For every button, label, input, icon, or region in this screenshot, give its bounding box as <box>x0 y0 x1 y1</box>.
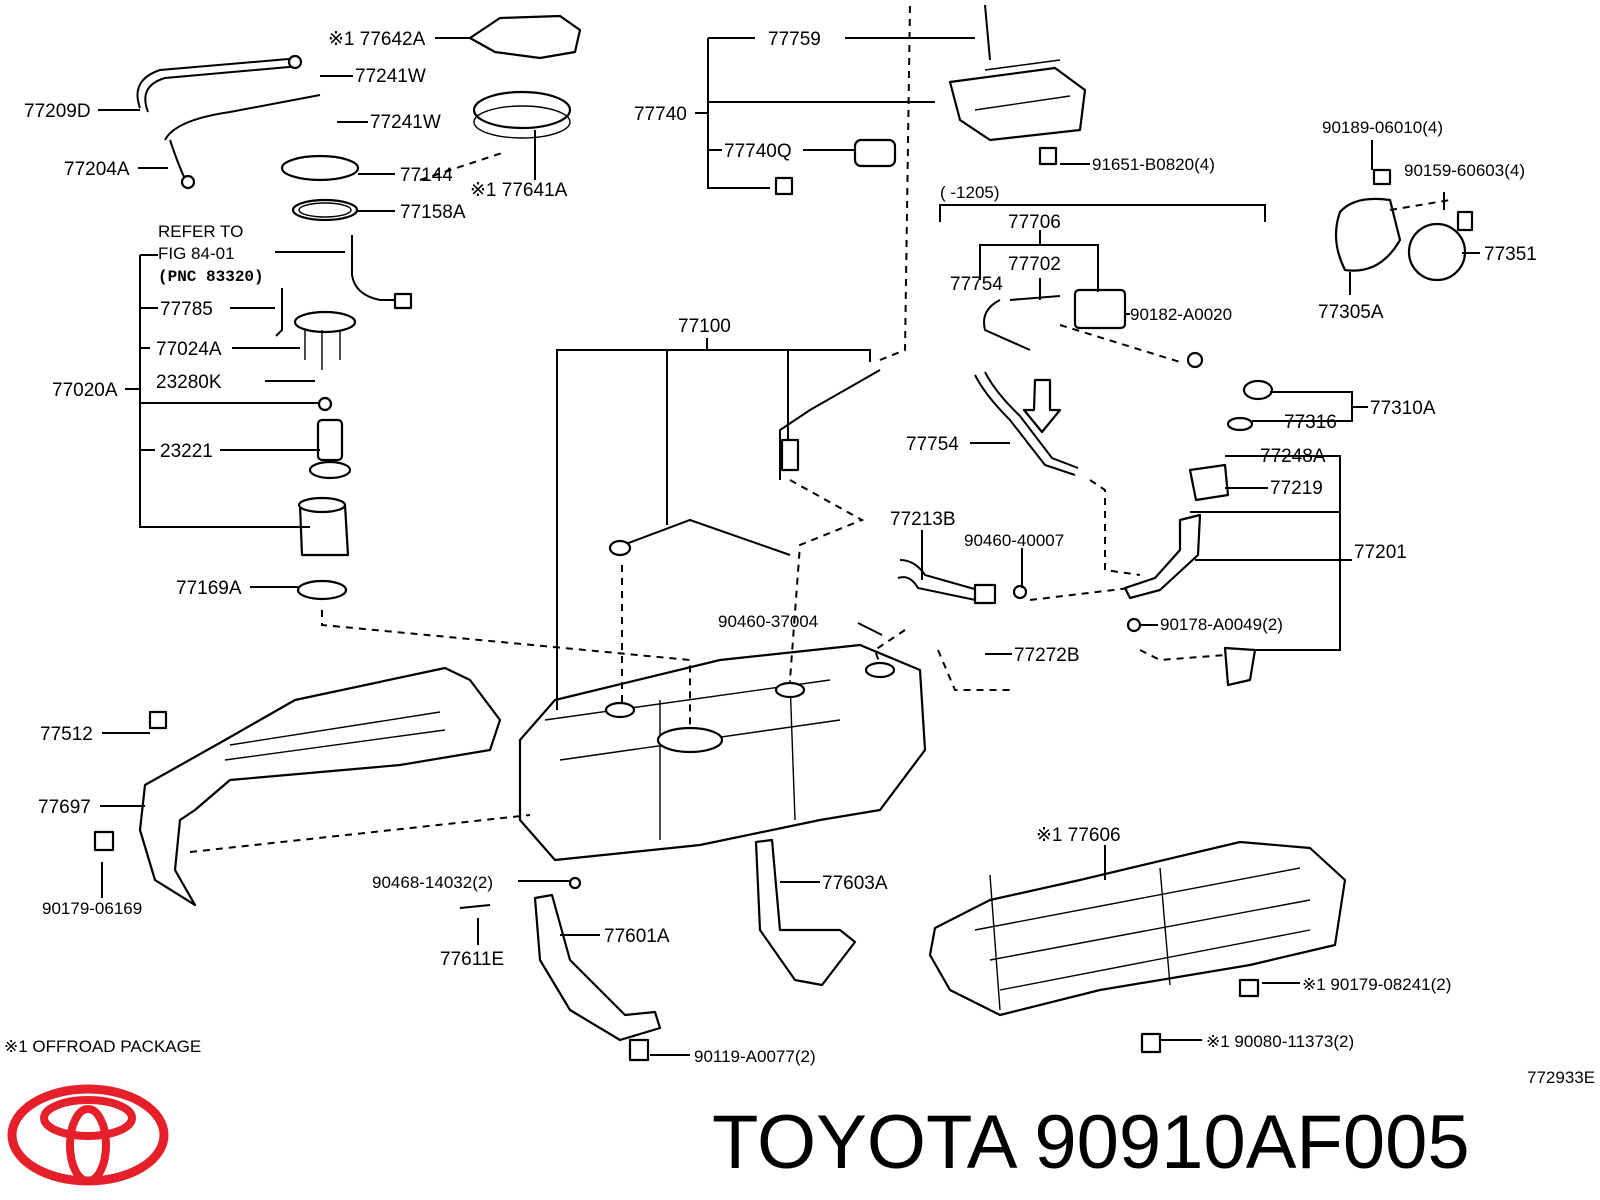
label-77158A: 77158A <box>400 202 466 223</box>
label-77611E: 77611E <box>440 949 504 970</box>
label-77740Q: 77740Q <box>724 141 792 162</box>
label-77100: 77100 <box>678 316 731 337</box>
label-77706: 77706 <box>1008 212 1061 233</box>
assembly-dashed-lines <box>189 4 1451 853</box>
label-refer-pnc: (PNC 83320) <box>158 268 264 286</box>
brand-part-number: TOYOTA 90910AF005 <box>712 1100 1470 1185</box>
label-77213B: 77213B <box>890 509 956 530</box>
label-91651: 91651-B0820(4) <box>1092 155 1215 174</box>
label-90178: 90178-A0049(2) <box>1160 615 1283 634</box>
label-77144: 77144 <box>400 165 453 186</box>
label-77754-upper: 77754 <box>950 274 1003 295</box>
label-77248A: 77248A <box>1260 446 1326 467</box>
label-90119: 90119-A0077(2) <box>694 1047 816 1066</box>
label-77169A: 77169A <box>176 578 242 599</box>
label-77759: 77759 <box>768 29 821 50</box>
label-90080: ※1 90080-11373(2) <box>1206 1032 1354 1051</box>
label-77316: 77316 <box>1284 412 1337 433</box>
label-77024A: 77024A <box>156 339 222 360</box>
leader-lines <box>98 37 1480 1056</box>
label-77697: 77697 <box>38 797 91 818</box>
label-77606: ※1 77606 <box>1036 825 1121 846</box>
label-90179-08241: ※1 90179-08241(2) <box>1302 975 1451 994</box>
label-77641A: ※1 77641A <box>470 180 568 201</box>
label-77241W-upper: 77241W <box>355 66 426 87</box>
label-77305A: 77305A <box>1318 302 1384 323</box>
toyota-logo <box>7 1084 169 1186</box>
label-90159: 90159-60603(4) <box>1404 161 1525 180</box>
part-labels: ※1 77642A 77241W 77241W 77209D 77204A 77… <box>4 29 1595 1087</box>
label-77272B: 77272B <box>1014 645 1080 666</box>
label-refer-fig: FIG 84-01 <box>158 244 235 263</box>
label-77785: 77785 <box>160 299 213 320</box>
label-90468: 90468-14032(2) <box>372 873 493 892</box>
label-77310A: 77310A <box>1370 398 1436 419</box>
label-77209D: 77209D <box>24 101 91 122</box>
label-77740: 77740 <box>634 104 687 125</box>
label-77020A: 77020A <box>52 380 118 401</box>
label-90182: 90182-A0020 <box>1130 305 1232 324</box>
label-77702: 77702 <box>1008 254 1061 275</box>
label-77754-lower: 77754 <box>906 434 959 455</box>
label-90460-40007: 90460-40007 <box>964 531 1064 550</box>
label-90189: 90189-06010(4) <box>1322 118 1443 137</box>
label-77201: 77201 <box>1354 542 1407 563</box>
label-range-1205: ( -1205) <box>940 183 1000 202</box>
label-77642A: ※1 77642A <box>328 29 426 50</box>
figure-code: 772933E <box>1527 1068 1595 1087</box>
label-90179-06169: 90179-06169 <box>42 899 142 918</box>
footnote-offroad: ※1 OFFROAD PACKAGE <box>4 1037 201 1056</box>
label-90460-37004: 90460-37004 <box>718 612 818 631</box>
label-77241W-lower: 77241W <box>370 112 441 133</box>
label-refer-to: REFER TO <box>158 222 243 241</box>
label-77219: 77219 <box>1270 478 1323 499</box>
label-77603A: 77603A <box>822 873 888 894</box>
parts-artwork <box>93 4 1474 1062</box>
label-77512: 77512 <box>40 724 93 745</box>
label-77351: 77351 <box>1484 244 1537 265</box>
label-23280K: 23280K <box>156 372 222 393</box>
label-77204A: 77204A <box>64 159 130 180</box>
label-23221: 23221 <box>160 441 213 462</box>
label-77601A: 77601A <box>604 926 670 947</box>
